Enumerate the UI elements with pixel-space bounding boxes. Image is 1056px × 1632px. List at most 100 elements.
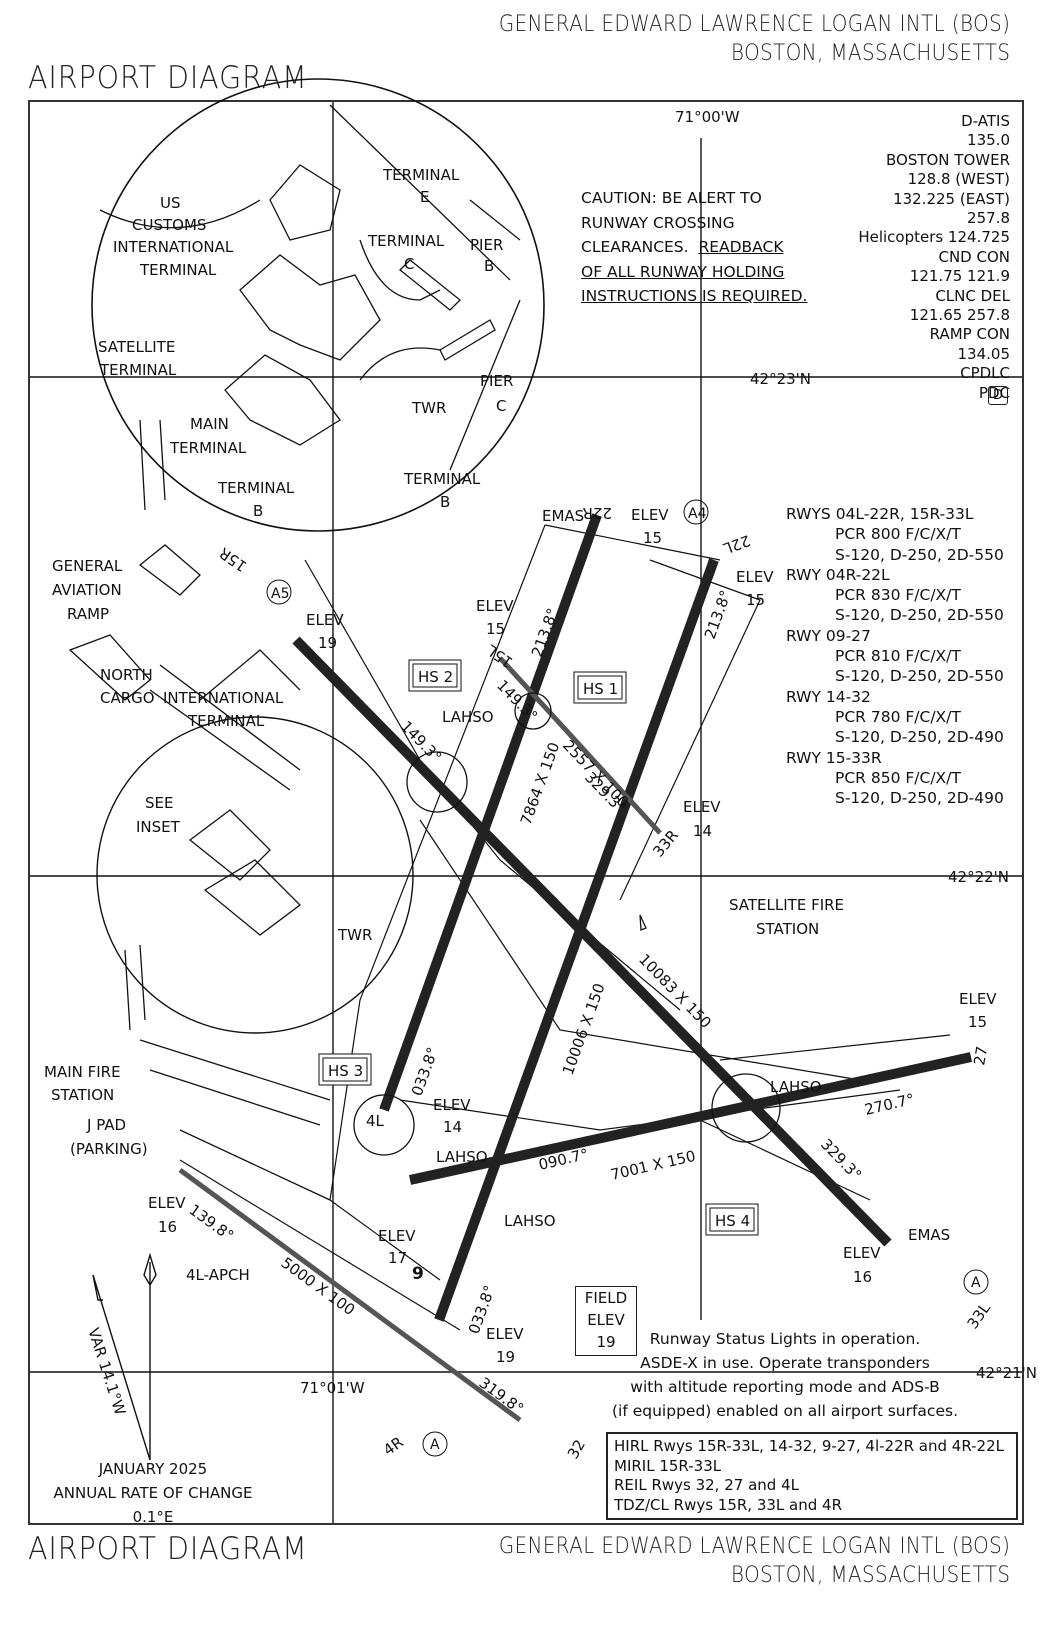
caution-line-3b: READBACK — [698, 238, 784, 256]
marker-a4: A4 — [688, 506, 707, 522]
runway-15L-33R — [498, 656, 662, 835]
inset-main-terminal: TERMINAL — [169, 439, 247, 457]
pcr-runway-2: RWY 09-27 — [786, 626, 871, 645]
inset-pier-c-letter: C — [496, 397, 506, 415]
four-l-apch: 4L-APCH — [186, 1266, 250, 1284]
freq-clnc: 121.65 257.8 — [909, 306, 1010, 325]
elev-33r-value: 14 — [693, 822, 712, 840]
inset-terminal-e-letter: E — [420, 188, 429, 206]
lat-label-2: 42°22'N — [948, 868, 1009, 886]
elev-22r-value: 15 — [643, 529, 662, 547]
freq-clnc-label: CLNC DEL — [935, 286, 1010, 305]
mag-var-rate-label: ANNUAL RATE OF CHANGE — [53, 1484, 253, 1502]
lat-label-3: 42°21'N — [976, 1364, 1037, 1382]
elev-4r-label: ELEV — [486, 1325, 524, 1343]
rwy-end-22R: 22R — [582, 504, 612, 522]
hot-spot-hs3: HS 3 — [328, 1062, 363, 1080]
field-elev-line-1: FIELD — [584, 1289, 628, 1307]
freq-helicopters: Helicopters 124.725 — [858, 228, 1010, 247]
pcr-weights-1: S-120, D-250, 2D-550 — [835, 606, 1004, 625]
elev-15r-value: 19 — [318, 634, 337, 652]
field-elev-line-2: ELEV — [587, 1311, 625, 1329]
inset-terminal-b-right: TERMINAL — [403, 470, 481, 488]
runway-14-32 — [178, 1167, 522, 1423]
inset-terminal-b-left: TERMINAL — [217, 479, 295, 497]
hot-spot-labels: HS 2 HS 1 HS 3 HS 4 — [318, 659, 759, 1236]
pcr-weights-2: S-120, D-250, 2D-550 — [835, 667, 1004, 686]
elev-15r-label: ELEV — [306, 611, 344, 629]
note-0: Runway Status Lights in operation. — [649, 1330, 921, 1348]
inset-international-terminal: TERMINAL — [139, 261, 217, 279]
inset-main: MAIN — [190, 415, 229, 433]
hot-spot-hs1: HS 1 — [583, 680, 618, 698]
lighting-hirl: HIRL Rwys 15R-33L, 14-32, 9-27, 4l-22R a… — [614, 1437, 1004, 1455]
dims-09-27: 7001 X 150 — [609, 1147, 697, 1184]
ga-ramp-3: RAMP — [67, 605, 109, 623]
elev-14-value: 16 — [158, 1218, 177, 1236]
elev-9-label: ELEV — [378, 1227, 416, 1245]
freq-pdc: PDC — [978, 383, 1010, 402]
main-fire-2: STATION — [51, 1086, 114, 1104]
elev-9-value: 17 — [388, 1249, 407, 1267]
sat-fire-2: STATION — [756, 920, 819, 938]
see-inset-1: SEE — [145, 794, 173, 812]
elev-33l-label: ELEV — [843, 1244, 881, 1262]
magnetic-north-arrows — [92, 1252, 157, 1461]
pcr-weights-0: S-120, D-250, 2D-550 — [835, 545, 1004, 564]
elev-27-label: ELEV — [959, 990, 997, 1008]
footer-airport-name: GENERAL EDWARD LAWRENCE LOGAN INTL (BOS) — [498, 1534, 1010, 1559]
ga-ramp-2: AVIATION — [52, 581, 122, 599]
pcr-runway-3: RWY 14-32 — [786, 687, 871, 706]
j-pad-1: J PAD — [86, 1116, 126, 1134]
freq-tower-label: BOSTON TOWER — [885, 150, 1010, 169]
freq-datis-label: D-ATIS — [961, 112, 1010, 130]
inset-pier-b-letter: B — [484, 257, 494, 275]
freq-ramp-label: RAMP CON — [929, 325, 1010, 344]
north-cargo-2: CARGO — [100, 689, 155, 707]
elev-15l-value: 15 — [486, 620, 505, 638]
ga-ramp-1: GENERAL — [52, 557, 123, 575]
elev-22r-label: ELEV — [631, 506, 669, 524]
caution-line-2: RUNWAY CROSSING — [581, 213, 735, 232]
inset-customs: CUSTOMS — [132, 216, 206, 234]
elev-14-label: ELEV — [148, 1194, 186, 1212]
freq-cpdlc: CPDLC — [960, 364, 1010, 383]
airport-location: BOSTON, MASSACHUSETTS — [730, 41, 1010, 66]
see-inset-2: INSET — [136, 818, 181, 836]
north-cargo-1: NORTH — [100, 666, 153, 684]
rwy-end-9: 9 — [412, 1264, 424, 1284]
lon-label-bottom: 71°01'W — [300, 1379, 365, 1397]
marker-a-4r: A — [430, 1437, 440, 1453]
lahso-1: LAHSO — [442, 708, 494, 726]
inset-terminal-c-letter: C — [404, 255, 414, 273]
pcr-value-3: PCR 780 F/C/X/T — [835, 707, 961, 726]
elev-15l-label: ELEV — [476, 597, 514, 615]
main-fire-1: MAIN FIRE — [44, 1063, 121, 1081]
lahso-3: LAHSO — [436, 1148, 488, 1166]
emas-north: EMAS — [542, 507, 584, 525]
elev-22l-label: ELEV — [736, 568, 774, 586]
sat-fire-1: SATELLITE FIRE — [729, 896, 844, 914]
pcr-value-2: PCR 810 F/C/X/T — [835, 647, 961, 666]
caution-line-5: INSTRUCTIONS IS REQUIRED. — [581, 287, 808, 305]
note-2: with altitude reporting mode and ADS-B — [630, 1378, 940, 1396]
lighting-box: HIRL Rwys 15R-33L, 14-32, 9-27, 4l-22R a… — [606, 1432, 1018, 1520]
lighting-reil: REIL Rwys 32, 27 and 4L — [614, 1476, 799, 1494]
inset-pier-c: PIER — [480, 372, 513, 390]
lighting-miril: MIRIL 15R-33L — [614, 1456, 722, 1475]
rwy-end-15R: 15R — [216, 544, 251, 576]
inset-pier-b: PIER — [470, 236, 503, 254]
elev-4l-label: ELEV — [433, 1096, 471, 1114]
frequency-list: D-ATIS 135.0 BOSTON TOWER 128.8 (WEST) 1… — [858, 112, 1010, 403]
lahso-4: LAHSO — [504, 1212, 556, 1230]
rwy-end-22L: 22L — [720, 531, 753, 558]
elev-33l-value: 16 — [853, 1268, 872, 1286]
rwy-end-27: 27 — [970, 1045, 991, 1067]
mag-var-date: JANUARY 2025 — [98, 1460, 208, 1478]
elev-33r-label: ELEV — [683, 798, 721, 816]
intl-terminal-1: INTERNATIONAL — [163, 689, 284, 707]
runways — [178, 513, 973, 1423]
pcr-value-4: PCR 850 F/C/X/T — [835, 768, 961, 787]
lighting-tdz: TDZ/CL Rwys 15R, 33L and 4R — [614, 1495, 843, 1514]
page-title: AIRPORT DIAGRAM — [28, 60, 308, 96]
